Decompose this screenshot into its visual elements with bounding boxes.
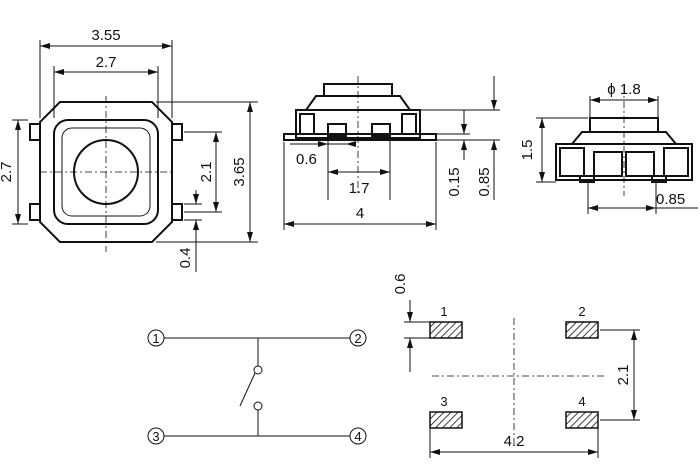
dim-base-height: 0.15 [446, 167, 463, 196]
dim-pad-height: 0.6 [392, 274, 409, 295]
dim-body-length: 4 [356, 205, 364, 222]
lead-top-right [171, 123, 183, 141]
pcb-footprint: 1 2 3 4 0.6 2.1 4.2 [392, 274, 640, 458]
top-view-body-outline [39, 101, 173, 243]
pad-2-label: 2 [578, 304, 585, 319]
side-view: ϕ 1.8 1.5 0.85 [519, 81, 698, 214]
dim-pad-width: 0.4 [177, 248, 194, 269]
terminal-3-label: 3 [152, 429, 159, 444]
pad-3 [429, 411, 463, 429]
dim-col-pitch: 4.2 [504, 433, 525, 450]
switch-schematic: 1 2 3 4 [147, 329, 367, 445]
pad-1-label: 1 [440, 304, 447, 319]
dim-lead-height: 0.85 [656, 191, 685, 208]
terminal-4-label: 4 [354, 429, 361, 444]
dim-height-total: 3.65 [231, 157, 248, 186]
terminal-2-label: 2 [354, 331, 361, 346]
pad-3-label: 3 [440, 394, 447, 409]
lead-bottom-left [29, 203, 41, 221]
dim-inner-gap: 1.7 [349, 180, 370, 197]
lead-top-left [29, 123, 41, 141]
pad-2 [565, 321, 599, 339]
terminal-1-label: 1 [152, 331, 159, 346]
dim-total-height: 1.5 [519, 140, 536, 161]
front-view: 0.6 1.7 4 0.15 0.85 [283, 76, 500, 230]
dim-width-outer: 3.55 [91, 27, 120, 44]
pad-4-label: 4 [578, 394, 585, 409]
dim-pad-gap: 0.6 [296, 151, 317, 168]
terminal-3: 3 [147, 427, 165, 445]
dim-pad-pitch: 2.1 [198, 162, 215, 183]
top-view-inner-frame [53, 119, 159, 225]
dim-width-inner: 2.7 [96, 54, 117, 71]
terminal-4: 4 [349, 427, 367, 445]
dim-row-pitch: 2.1 [615, 365, 632, 386]
lead-bottom-right [171, 203, 183, 221]
dim-height-left: 2.7 [0, 162, 15, 183]
pad-4 [565, 411, 599, 429]
terminal-1: 1 [147, 329, 165, 347]
top-view: 3.55 2.7 2.7 2.1 3.65 [0, 27, 258, 272]
terminal-2: 2 [349, 329, 367, 347]
dim-button-diameter: ϕ 1.8 [607, 81, 640, 98]
dim-body-height: 0.85 [476, 167, 493, 196]
pad-1 [429, 321, 463, 339]
